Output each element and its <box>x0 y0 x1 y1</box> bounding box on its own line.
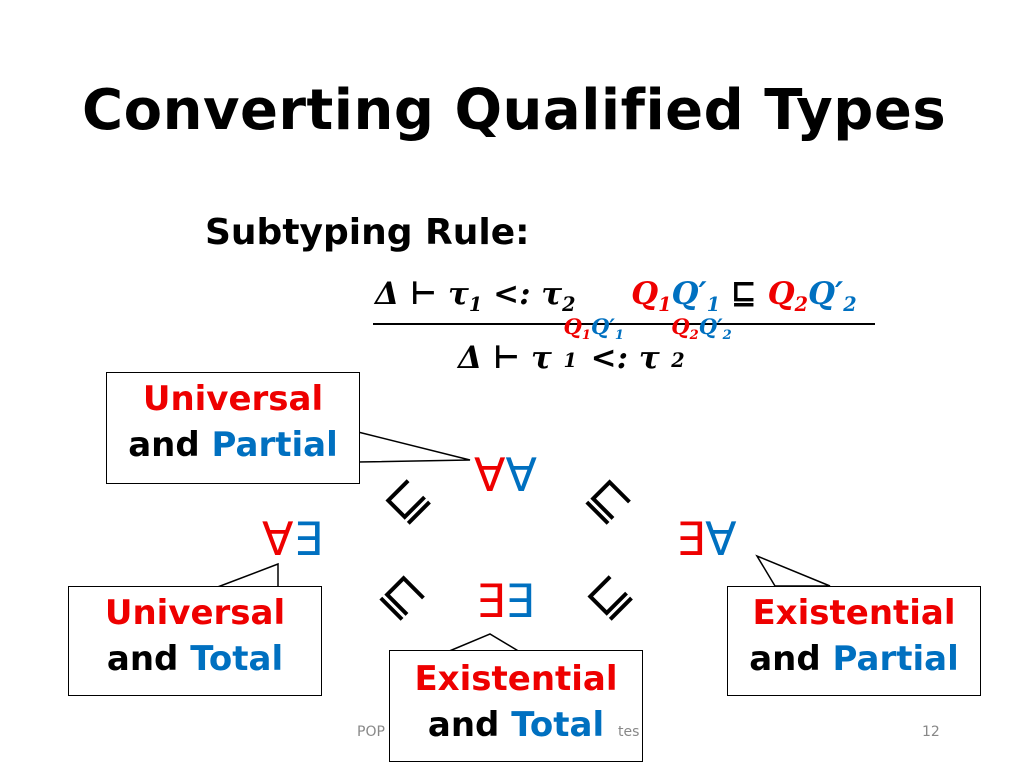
conclusion-subtype: <: τ <box>579 340 660 376</box>
conclusion-left: Δ ⊢ τ <box>458 340 552 376</box>
callout-existential-total: Existential and Total <box>389 650 643 762</box>
right-forall-blue: ∀ <box>705 512 737 566</box>
sup-q1-sub: 1 <box>581 327 591 343</box>
sup-q2-sub: 2 <box>689 327 699 343</box>
quant-right: ∃∀ <box>676 516 737 562</box>
quant-bottom: ∃∃ <box>476 578 534 624</box>
pointer-exist-partial <box>755 554 831 587</box>
callout-and: and <box>427 704 500 745</box>
left-exists-blue: ∃ <box>293 512 323 566</box>
q1-prime: Q′ <box>671 276 707 312</box>
quant-top: ∀∀ <box>474 452 537 498</box>
right-exists-red: ∃ <box>676 512 706 566</box>
callout-line-2: and Total <box>390 703 642 749</box>
q1-subscript: 1 <box>658 293 672 317</box>
pointer-univ-partial <box>357 431 471 463</box>
bottom-exists-blue: ∃ <box>505 574 535 628</box>
tau2-subscript: 2 <box>562 293 576 317</box>
footer-right-text: tes <box>618 724 640 740</box>
callout-and: and <box>128 424 200 465</box>
callout-label-total: Total <box>190 638 284 679</box>
callout-label-universal: Universal <box>104 593 286 633</box>
callout-line-2: and Partial <box>107 423 359 469</box>
sup-q1p-sub: 1 <box>614 327 624 343</box>
callout-line-2: and Total <box>69 637 321 683</box>
q2-prime: Q′ <box>808 276 844 312</box>
callout-label-existential: Existential <box>752 593 956 633</box>
premise-mid: <: τ <box>482 276 563 312</box>
callout-universal-total: Universal and Total <box>68 586 322 696</box>
q1-prime-subscript: 1 <box>706 293 721 317</box>
callout-line-2: and Partial <box>728 637 980 683</box>
bottom-exists-red: ∃ <box>476 574 506 628</box>
callout-label-existential: Existential <box>414 659 618 699</box>
premise-left: Δ ⊢ τ <box>375 276 469 312</box>
sup-q2p: Q′ <box>698 313 723 339</box>
callout-and: and <box>106 638 179 679</box>
quant-left: ∀∃ <box>262 516 323 562</box>
q2-subscript: 2 <box>794 293 809 317</box>
fraction-line <box>373 323 875 325</box>
q2: Q <box>767 276 795 312</box>
callout-label-partial: Partial <box>832 638 959 679</box>
sqsubseteq-symbol: ⊑ <box>720 276 768 312</box>
callout-existential-partial: Existential and Partial <box>727 586 981 696</box>
sup-q1p: Q′ <box>590 313 615 339</box>
sup-q2: Q <box>671 313 690 339</box>
left-forall-red: ∀ <box>262 512 294 566</box>
q1: Q <box>631 276 659 312</box>
subtyping-rule-heading: Subtyping Rule: <box>205 212 530 253</box>
concl-tau2-sub: 2 <box>671 348 685 372</box>
rule-premise: Δ ⊢ τ1 <: τ2 Q1Q′1 ⊑ Q2Q′2 <box>375 276 857 316</box>
callout-and: and <box>749 638 821 679</box>
callout-label-total: Total <box>511 704 605 745</box>
sup-q1: Q <box>563 313 582 339</box>
callout-label-universal: Universal <box>142 379 324 419</box>
slide-title: Converting Qualified Types <box>82 78 947 143</box>
top-forall-blue: ∀ <box>505 448 537 502</box>
concl-tau1-sub: 1 <box>563 348 577 372</box>
q2-prime-subscript: 2 <box>843 293 857 317</box>
sup-q2p-sub: 2 <box>722 327 732 343</box>
callout-universal-partial: Universal and Partial <box>106 372 360 484</box>
top-forall-red: ∀ <box>474 448 506 502</box>
tau1-subscript: 1 <box>468 293 483 317</box>
page-number: 12 <box>922 724 940 740</box>
footer-left-text: POP <box>357 724 385 740</box>
pointer-univ-total <box>214 562 279 589</box>
callout-label-partial: Partial <box>211 424 338 465</box>
